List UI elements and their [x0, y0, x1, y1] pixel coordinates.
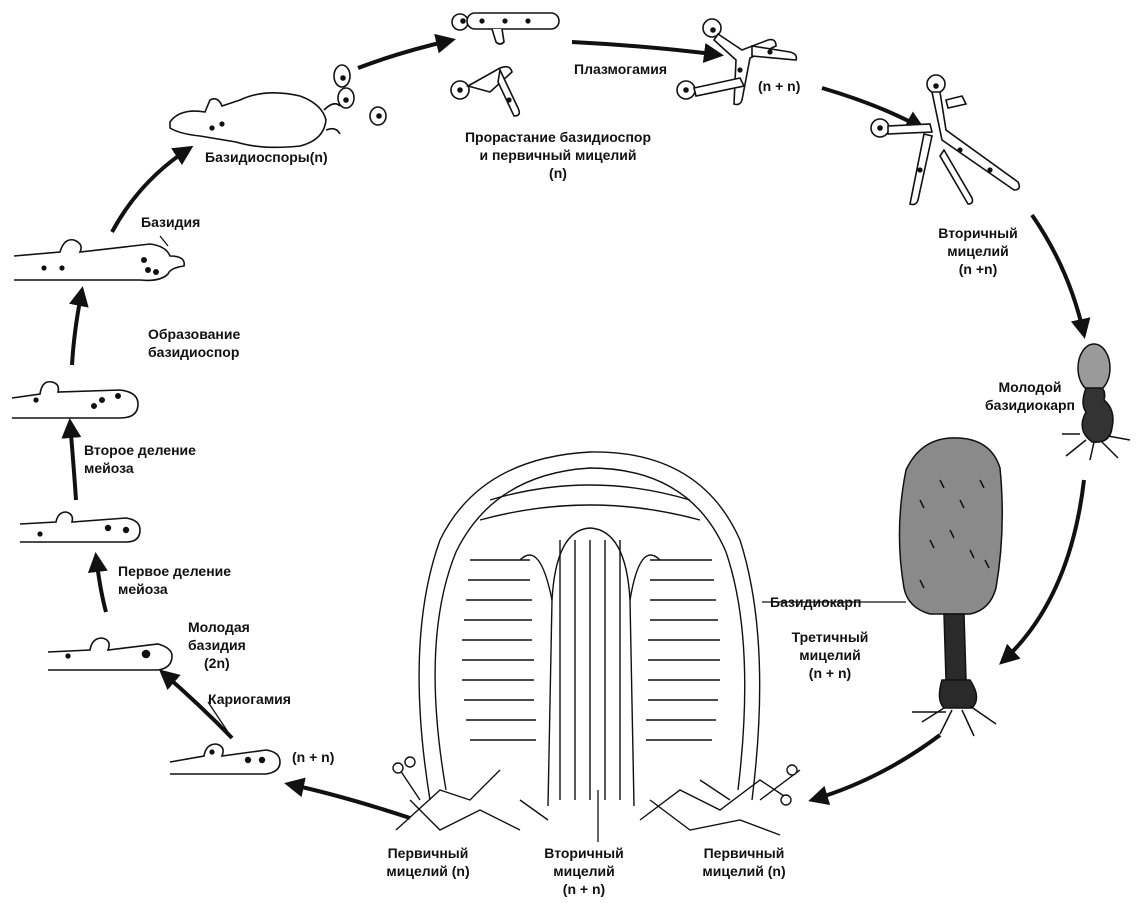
- label-germination-line2: и первичный мицелий: [479, 147, 637, 163]
- label-secondary-b-line2: мицелий: [553, 863, 615, 879]
- pointer-basidium: [159, 235, 169, 247]
- label-nn-left: (n + n): [292, 749, 335, 765]
- stipe-outline: [547, 527, 635, 807]
- label-spore-formation: Образование базидиоспор: [148, 325, 240, 361]
- secondary-mycelium-illustration: [870, 74, 1021, 206]
- label-primary-left-line1: Первичный: [387, 845, 469, 861]
- arrow-to-mature-basidiocarp: [999, 479, 1086, 665]
- label-basidiospores: Базидиоспоры(n): [205, 148, 328, 166]
- label-tertiary-line3: (n + n): [808, 665, 852, 681]
- label-spore-formation-line2: базидиоспор: [148, 344, 240, 360]
- label-young-basidium-line2: базидия: [188, 637, 246, 653]
- label-young-basidium-line3: (2n): [204, 655, 230, 671]
- label-young-basidiocarp-line2: базидиокарп: [984, 397, 1075, 413]
- label-young-basidium-line1: Молодая: [188, 619, 250, 635]
- stage-dikaryotic-cell: [169, 743, 281, 775]
- label-meiosis-1: Первое деление мейоза: [118, 562, 231, 598]
- label-meiosis-1-line2: мейоза: [118, 581, 168, 597]
- label-primary-mycelium-left: Первичный мицелий (n): [368, 844, 488, 880]
- stage-young-basidium: [47, 637, 173, 671]
- label-tertiary-line2: мицелий: [799, 647, 861, 663]
- arrow-karyogamy: [158, 669, 234, 740]
- arrow-to-meiosis2: [61, 418, 82, 501]
- germinating-spores-illustration: [450, 12, 560, 117]
- label-tertiary-mycelium: Третичный мицелий (n + n): [770, 628, 890, 682]
- stage-basidium: [13, 238, 186, 282]
- arrow-to-young-basidiocarp: [1030, 213, 1091, 339]
- label-secondary-line3: (n +n): [958, 261, 998, 277]
- label-basidiocarp: Базидиокарп: [770, 594, 862, 610]
- label-nn-top: (n + n): [758, 78, 801, 94]
- cap-outline: [418, 451, 761, 801]
- plasmogamy-illustration: [676, 18, 798, 106]
- label-young-basidium: Молодая базидия (2n): [188, 618, 250, 672]
- arrow-spores-to-germination: [357, 33, 456, 70]
- arrow-to-nn-cell: [284, 777, 411, 820]
- arrow-to-spore-formation: [69, 286, 89, 366]
- arrow-to-basidiospores: [110, 145, 194, 233]
- basidium-stages-illustration: [11, 238, 281, 775]
- label-basidiospores-text: Базидиоспоры: [205, 149, 310, 165]
- label-germination-line3: (n): [549, 165, 567, 181]
- label-basidiospores-n: (n): [309, 149, 328, 165]
- label-secondary-b-line3: (n + n): [562, 881, 606, 897]
- arrow-to-primary-right: [808, 733, 942, 806]
- label-germination: Прорастание базидиоспор и первичный мице…: [438, 128, 678, 182]
- label-secondary-mycelium: Вторичный мицелий (n +n): [918, 224, 1038, 278]
- label-primary-left-line2: мицелий (n): [386, 863, 470, 879]
- label-secondary-line1: Вторичный: [938, 225, 1018, 241]
- label-secondary-mycelium-bottom: Вторичный мицелий (n + n): [524, 844, 644, 898]
- stage-meiosis-1: [19, 511, 141, 543]
- label-tertiary-line1: Третичный: [791, 629, 869, 645]
- label-young-basidiocarp: Молодой базидиокарп: [970, 378, 1090, 414]
- label-basidium: Базидия: [141, 214, 201, 230]
- label-meiosis-2-line2: мейоза: [84, 460, 134, 476]
- arrow-plasmogamy: [571, 40, 724, 63]
- label-primary-right-line1: Первичный: [703, 845, 785, 861]
- label-meiosis-1-line1: Первое деление: [118, 563, 232, 579]
- label-secondary-b-line1: Вторичный: [544, 845, 624, 861]
- label-primary-mycelium-right: Первичный мицелий (n): [684, 844, 804, 880]
- label-karyogamy: Кариогамия: [208, 691, 291, 707]
- label-germination-line1: Прорастание базидиоспор: [464, 129, 652, 145]
- label-meiosis-2-line1: Второе деление: [84, 442, 196, 458]
- basidiocarp-section-illustration: [392, 451, 801, 836]
- young-basidiocarp-illustration: [1062, 343, 1131, 461]
- pointer-karyogamy: [207, 701, 233, 739]
- label-plasmogamy: Плазмогамия: [574, 61, 667, 77]
- basal-mycelium: [392, 756, 801, 836]
- gill-lines: [462, 484, 720, 800]
- arrow-to-meiosis1: [87, 552, 108, 613]
- label-meiosis-2: Второе деление мейоза: [84, 441, 196, 477]
- label-primary-right-line2: мицелий (n): [702, 863, 786, 879]
- stage-meiosis-2: [11, 380, 139, 419]
- arrow-to-secondary: [821, 86, 926, 130]
- cycle-arrows: [61, 33, 1091, 820]
- mature-basidiocarp-illustration: [898, 437, 1003, 737]
- label-secondary-line2: мицелий: [947, 243, 1009, 259]
- pointer-lines: [159, 235, 906, 842]
- basidiospores-illustration: [169, 64, 387, 149]
- label-young-basidiocarp-line1: Молодой: [998, 379, 1062, 395]
- label-spore-formation-line1: Образование: [148, 326, 241, 342]
